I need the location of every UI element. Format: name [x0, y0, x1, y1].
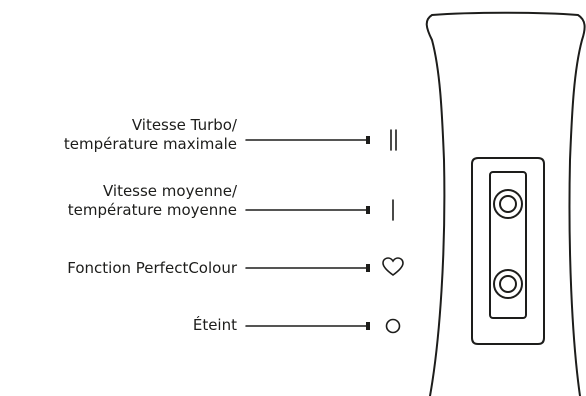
slider-track	[489, 171, 527, 319]
leader-tick-medium	[366, 206, 370, 214]
slider-button-top-ring[interactable]	[493, 189, 523, 219]
label-medium-speed: Vitesse moyenne/ température moyenne	[68, 182, 237, 220]
circle-icon	[385, 318, 401, 334]
device-body-outline	[425, 11, 586, 396]
slider-button-top-core	[499, 195, 517, 213]
label-perfectcolour: Fonction PerfectColour	[67, 259, 237, 278]
slider-button-bottom-ring[interactable]	[493, 269, 523, 299]
label-perfectcolour-text: Fonction PerfectColour	[67, 259, 237, 277]
label-off: Éteint	[193, 316, 237, 335]
leader-tick-off	[366, 322, 370, 330]
heart-icon	[382, 257, 404, 276]
control-panel-outer	[471, 157, 545, 345]
double-bar-icon	[390, 129, 397, 151]
label-turbo-line2: température maximale	[63, 135, 237, 153]
leader-tick-perfectcolour	[366, 264, 370, 272]
label-turbo-line1: Vitesse Turbo/	[131, 116, 237, 134]
label-turbo-speed: Vitesse Turbo/ température maximale	[64, 116, 237, 154]
slider-button-bottom-core	[499, 275, 517, 293]
label-medium-line1: Vitesse moyenne/	[102, 182, 237, 200]
label-medium-line2: température moyenne	[67, 201, 237, 219]
label-off-text: Éteint	[192, 316, 237, 334]
leader-tick-turbo	[366, 136, 370, 144]
